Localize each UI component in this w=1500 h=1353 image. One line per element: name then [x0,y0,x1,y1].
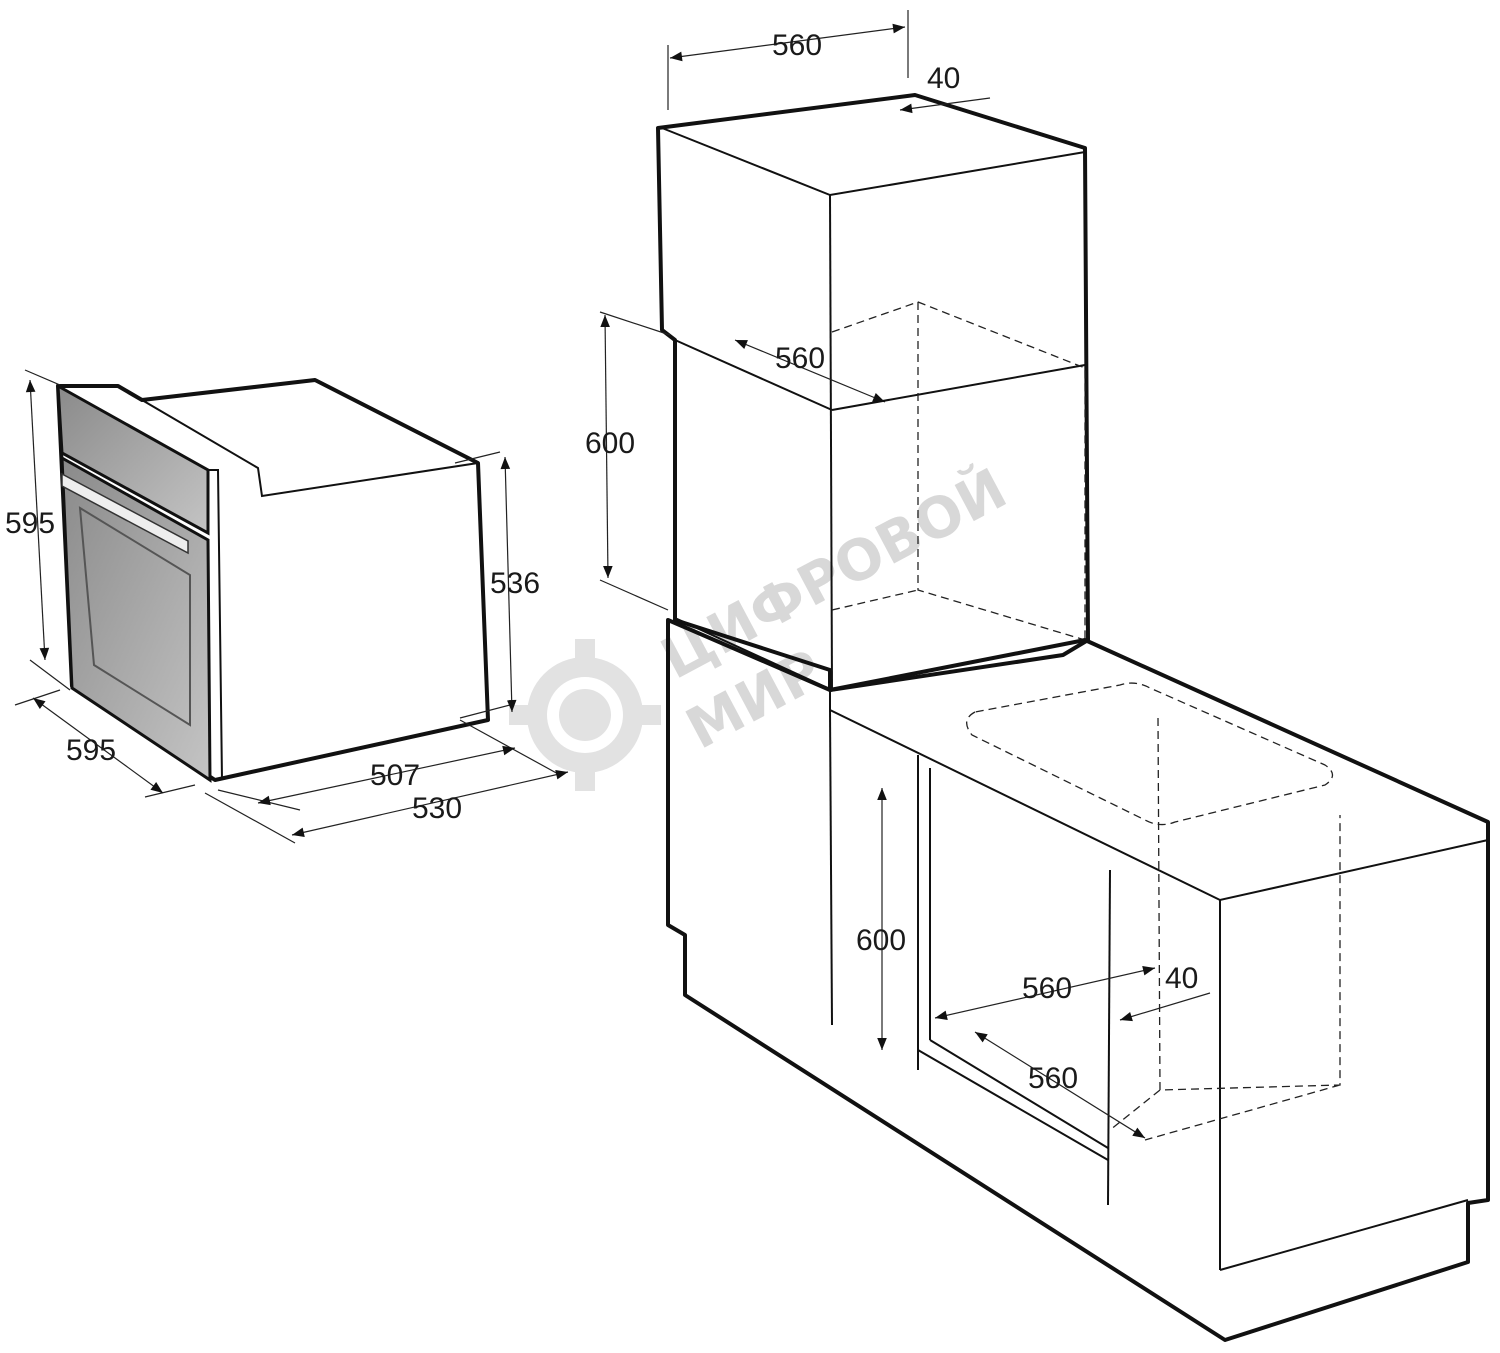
oven-width-label: 595 [66,734,116,767]
oven-drawing [56,378,490,783]
watermark-line1: ЦИФРОВОЙ [651,456,1018,693]
watermark: ЦИФРОВОЙ МИР [509,456,1017,791]
base-niche-depth-label: 560 [1028,1062,1078,1095]
oven-body-height-label: 536 [490,567,540,600]
oven-height-label: 595 [5,507,55,540]
base-niche-height-label: 600 [856,924,906,957]
oven-total-depth-label: 530 [412,792,462,825]
oven-dimensions: 595 595 536 507 530 [5,369,569,844]
base-cabinet [666,618,1490,1342]
base-rear-gap-label: 40 [1165,962,1198,995]
tall-rear-gap-label: 40 [927,62,960,95]
gear-icon [509,639,661,791]
tall-niche-height-label: 600 [585,427,635,460]
base-niche-width-label: 560 [1022,972,1072,1005]
tall-top-width-label: 560 [772,29,822,62]
oven-body-depth-label: 507 [370,759,420,792]
tall-niche-depth-label: 560 [775,342,825,375]
cabinet-dimensions: 560 40 560 600 600 560 40 560 [585,10,1211,1139]
